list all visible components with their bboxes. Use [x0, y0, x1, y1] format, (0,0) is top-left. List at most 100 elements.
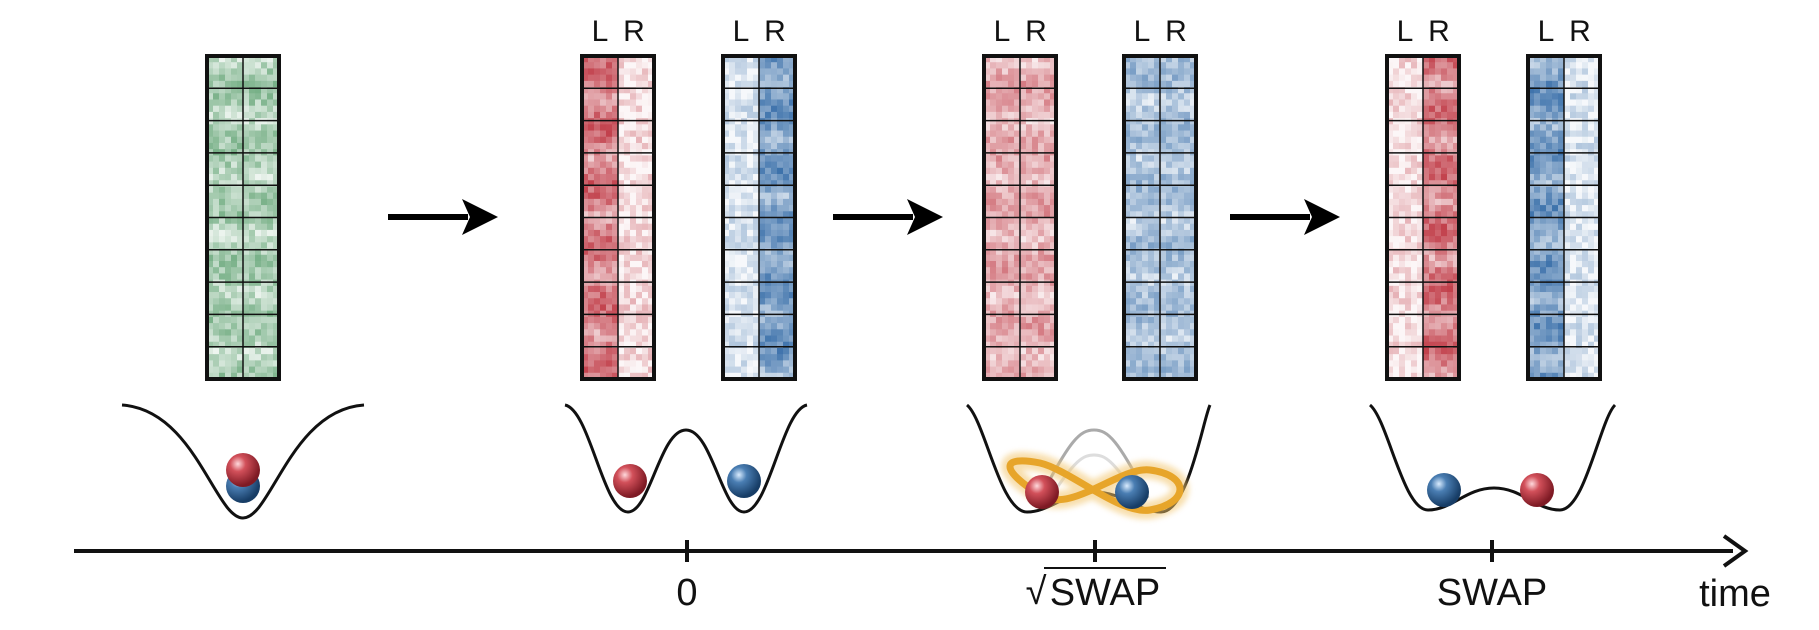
heatmap-pixel [1184, 323, 1191, 330]
heatmap-pixel [273, 198, 280, 206]
heatmap-pixel [753, 74, 760, 82]
heatmap-pixel [261, 192, 268, 200]
heatmap-pixel [1570, 130, 1577, 138]
heatmap-pixel [1178, 136, 1185, 144]
heatmap-pixel [1014, 56, 1021, 63]
heatmap-pixel [1050, 93, 1057, 100]
heatmap-pixel [1387, 142, 1394, 150]
heatmap-pixel [1142, 341, 1149, 349]
heatmap-pixel [1399, 136, 1406, 144]
heatmap-pixel [630, 105, 637, 113]
heatmap-pixel [1594, 105, 1601, 113]
heatmap-pixel [636, 236, 643, 243]
heatmap-pixel [741, 56, 748, 63]
heatmap-pixel [1387, 111, 1394, 119]
heatmap-pixel [219, 298, 226, 305]
heatmap-pixel [771, 205, 778, 212]
heatmap-pixel [213, 316, 220, 324]
heatmap-pixel [1582, 174, 1589, 181]
heatmap-pixel [582, 298, 589, 305]
heatmap-pixel [1154, 347, 1161, 355]
heatmap-pixel [1594, 186, 1601, 194]
heatmap-pixel [1546, 279, 1553, 287]
heatmap-pixel [1008, 285, 1015, 293]
heatmap-pixel [1558, 304, 1565, 312]
heatmap-pixel [255, 142, 262, 150]
heatmap-pixel [1044, 118, 1051, 125]
heatmap-pixel [630, 248, 637, 256]
heatmap-pixel [243, 180, 250, 187]
heatmap-pixel [1008, 80, 1015, 88]
heatmap-pixel [1172, 223, 1179, 231]
heatmap-pixel [1447, 292, 1454, 299]
heatmap-pixel [1387, 105, 1394, 113]
heatmap-pixel [1411, 56, 1418, 63]
heatmap-pixel [729, 242, 736, 249]
heatmap-pixel [261, 56, 268, 63]
heatmap-pixel [1405, 223, 1412, 231]
heatmap-pixel [765, 223, 772, 231]
heatmap-pixel [1014, 111, 1021, 119]
heatmap-pixel [1136, 254, 1143, 262]
heatmap-pixel [1160, 273, 1167, 281]
heatmap-pixel [219, 260, 226, 268]
heatmap-pixel [1552, 236, 1559, 243]
heatmap-pixel [996, 248, 1003, 256]
heatmap-pixel [1002, 236, 1009, 243]
header-L: L [994, 15, 1011, 48]
heatmap-pixel [1576, 316, 1583, 324]
heatmap-pixel [1124, 248, 1131, 256]
heatmap-pixel [1044, 285, 1051, 293]
heatmap-pixel [1050, 142, 1057, 150]
heatmap-pixel [1178, 335, 1185, 343]
heatmap-pixel [1453, 62, 1460, 69]
heatmap-pixel [213, 56, 220, 63]
heatmap-pixel [1435, 285, 1442, 293]
heatmap-pixel [1423, 56, 1430, 63]
heatmap-pixel [1411, 99, 1418, 107]
heatmap-pixel [1564, 329, 1571, 336]
heatmap-pixel [1399, 248, 1406, 256]
heatmap-pixel [1166, 192, 1173, 200]
heatmap-pixel [1411, 130, 1418, 138]
heatmap-pixel [1534, 87, 1541, 94]
heatmap-pixel [759, 87, 766, 94]
heatmap-pixel [1038, 323, 1045, 330]
red-atom-icon [613, 464, 647, 498]
heatmap-pixel [1026, 93, 1033, 100]
heatmap-pixel [594, 260, 601, 268]
heatmap-pixel [1050, 323, 1057, 330]
heatmap-pixel [1166, 198, 1173, 206]
heatmap-pixel [255, 236, 262, 243]
heatmap-pixel [1050, 242, 1057, 249]
heatmap-pixel [1528, 87, 1535, 94]
heatmap-pixel [1576, 372, 1583, 380]
heatmap-pixel [1154, 211, 1161, 218]
heatmap-pixel [996, 93, 1003, 100]
heatmap-pixel [255, 248, 262, 256]
heatmap-pixel [1184, 285, 1191, 293]
heatmap-pixel [1441, 372, 1448, 380]
heatmap-pixel [243, 341, 250, 349]
heatmap-pixel [1582, 205, 1589, 212]
heatmap-pixel [747, 267, 754, 274]
heatmap-pixel [1594, 304, 1601, 312]
heatmap-pixel [1387, 298, 1394, 305]
heatmap-pixel [1405, 360, 1412, 367]
heatmap-pixel [771, 298, 778, 305]
heatmap-pixel [249, 87, 256, 94]
heatmap-pixel [243, 124, 250, 131]
heatmap-pixel [759, 267, 766, 274]
heatmap-pixel [723, 347, 730, 355]
heatmap-pixel [1441, 217, 1448, 225]
heatmap-pixel [642, 111, 649, 119]
heatmap-pixel [1160, 254, 1167, 262]
heatmap-pixel [1038, 372, 1045, 380]
heatmap-pixel [759, 304, 766, 312]
heatmap-pixel [984, 105, 991, 113]
heatmap-pixel [1453, 142, 1460, 150]
heatmap-pixel [1172, 248, 1179, 256]
heatmap-pixel [1417, 118, 1424, 125]
heatmap-pixel [273, 279, 280, 287]
heatmap-pixel [636, 292, 643, 299]
